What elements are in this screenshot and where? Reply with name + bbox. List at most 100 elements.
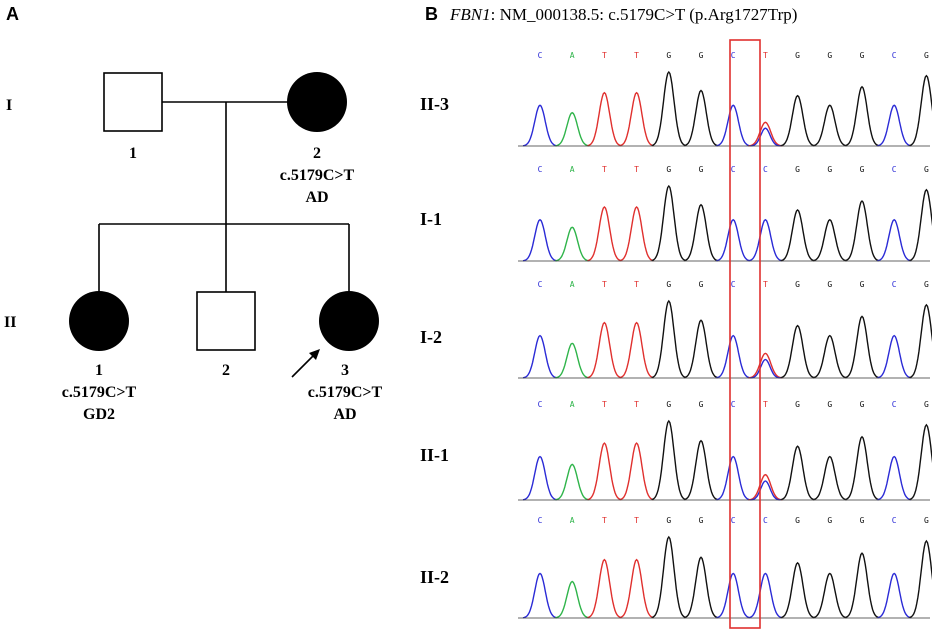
base-call: C	[892, 400, 897, 409]
peak	[877, 218, 912, 262]
individual-II-1-phenotype: GD2	[83, 406, 115, 423]
peak	[522, 572, 558, 619]
peak	[812, 572, 847, 619]
peak	[748, 218, 783, 262]
peak	[844, 85, 880, 147]
peak	[587, 558, 622, 619]
individual-II-2-symbol	[196, 291, 256, 351]
base-call: T	[763, 280, 768, 289]
base-call: G	[860, 516, 865, 525]
base-call: G	[827, 51, 832, 60]
track-label: I-2	[420, 327, 442, 347]
peak	[555, 226, 590, 262]
base-call: A	[570, 51, 575, 60]
base-call: G	[860, 400, 865, 409]
base-call: G	[827, 516, 832, 525]
base-call: A	[570, 516, 575, 525]
base-call: T	[634, 51, 639, 60]
base-call: G	[827, 400, 832, 409]
peak	[748, 352, 783, 379]
peak	[909, 539, 932, 619]
base-call: C	[892, 51, 897, 60]
base-call: C	[538, 51, 543, 60]
base-call: C	[538, 165, 543, 174]
peak	[587, 206, 622, 262]
base-call: T	[634, 516, 639, 525]
peak	[716, 334, 751, 379]
peak	[619, 558, 654, 619]
peak	[844, 552, 880, 619]
peak	[909, 303, 932, 379]
base-call: G	[827, 280, 832, 289]
secondary-peak	[750, 480, 781, 501]
track-II-1: II-1CATTGGCTGGGCGT	[420, 400, 932, 501]
peak	[780, 94, 815, 147]
base-call: T	[634, 165, 639, 174]
base-call: C	[731, 165, 736, 174]
base-call: G	[666, 280, 671, 289]
peak	[844, 199, 880, 262]
base-call: G	[924, 400, 929, 409]
base-call: G	[795, 165, 800, 174]
individual-I-1-symbol	[103, 72, 163, 132]
base-call: G	[924, 280, 929, 289]
track-label: II-2	[420, 567, 449, 587]
peak	[619, 206, 654, 262]
track-II-3: II-3CATTGGCTGGGCGT	[420, 51, 932, 147]
individual-II-3-symbol	[319, 291, 379, 351]
peak	[780, 324, 815, 379]
chromatogram-tracks: II-3CATTGGCTGGGCGTI-1CATTGGCCGGGCGTI-2CA…	[420, 51, 932, 619]
base-call: G	[827, 165, 832, 174]
peak	[555, 580, 590, 619]
base-call: C	[892, 516, 897, 525]
base-call: G	[795, 516, 800, 525]
peak	[748, 121, 783, 147]
peak	[909, 188, 932, 262]
peak	[651, 419, 687, 501]
base-call: G	[795, 51, 800, 60]
individual-II-3-number: 3	[341, 362, 349, 379]
peak	[651, 184, 687, 262]
base-call: A	[570, 400, 575, 409]
base-call: C	[538, 400, 543, 409]
gene-name: FBN1	[449, 5, 491, 24]
base-call: T	[634, 400, 639, 409]
base-call: G	[666, 516, 671, 525]
base-call: C	[892, 280, 897, 289]
peak	[780, 445, 815, 501]
peak	[651, 70, 686, 147]
peak	[780, 561, 815, 619]
individual-II-3-phenotype: AD	[333, 406, 356, 423]
base-call: C	[538, 516, 543, 525]
base-call: G	[860, 165, 865, 174]
pedigree-panel: A I II 1 2 c.5179C>T AD 1 c.5179C>T GD2 …	[4, 4, 383, 423]
proband-arrow	[291, 349, 320, 378]
peak	[683, 556, 719, 619]
secondary-peak	[750, 358, 781, 379]
peak	[555, 342, 590, 379]
base-call: C	[538, 280, 543, 289]
base-call: G	[699, 51, 704, 60]
peak	[909, 423, 932, 501]
peak	[716, 572, 751, 619]
secondary-peak	[750, 127, 781, 147]
base-call: G	[924, 165, 929, 174]
track-I-1: I-1CATTGGCCGGGCGT	[420, 165, 932, 262]
panel-a-letter: A	[6, 4, 19, 24]
peak	[780, 209, 815, 262]
base-call: T	[602, 280, 607, 289]
generation-label-2: II	[4, 314, 16, 331]
base-call: C	[731, 400, 736, 409]
peak	[587, 442, 622, 501]
variant-highlight-box	[729, 39, 761, 629]
base-call: C	[763, 516, 768, 525]
base-call: G	[860, 51, 865, 60]
peak	[716, 218, 751, 262]
individual-I-2-phenotype: AD	[305, 189, 328, 206]
individual-I-2-symbol	[287, 72, 347, 132]
base-call: G	[666, 51, 671, 60]
individual-II-2-number: 2	[222, 362, 230, 379]
peak	[683, 439, 719, 501]
individual-II-1-number: 1	[95, 362, 103, 379]
